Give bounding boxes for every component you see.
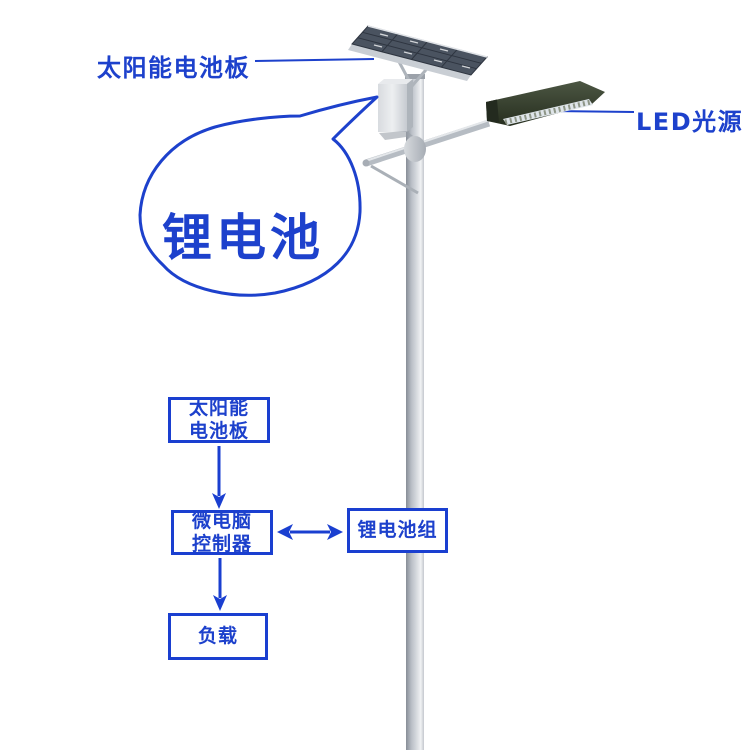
arrow-down-2 bbox=[213, 595, 227, 611]
speech-bubble bbox=[138, 95, 379, 297]
battery-bubble-label: 锂电池 bbox=[162, 209, 324, 267]
arm-joint-collar bbox=[404, 136, 426, 162]
flowchart-box-load: 负载 bbox=[168, 613, 268, 660]
arm-brace bbox=[370, 164, 419, 195]
lamp-arm bbox=[362, 119, 491, 195]
flowchart-box-line: 电池板 bbox=[188, 420, 249, 442]
solar-panel-label: 太阳能电池板 bbox=[97, 54, 250, 82]
arrow-right-head bbox=[327, 524, 343, 540]
flowchart-box-battery-pack: 锂电池组 bbox=[347, 508, 448, 553]
flowchart-box-line: 太阳能 bbox=[188, 397, 249, 419]
battery-box bbox=[378, 79, 413, 140]
led-lamp-head bbox=[486, 81, 605, 126]
flowchart-box-controller: 微电脑 控制器 bbox=[171, 510, 273, 555]
led-label: LED光源 bbox=[636, 108, 744, 136]
flowchart-arrows bbox=[212, 446, 343, 611]
flowchart-box-line: 负载 bbox=[197, 625, 238, 647]
lamp-pole bbox=[405, 74, 425, 750]
flowchart-box-line: 控制器 bbox=[191, 532, 252, 555]
solar-panel-illustration bbox=[348, 25, 488, 81]
flowchart-box-line: 锂电池组 bbox=[357, 519, 438, 541]
flowchart-box-solar-panel: 太阳能 电池板 bbox=[168, 397, 270, 443]
solar-pointer-line bbox=[254, 58, 375, 62]
arrow-left-head bbox=[277, 524, 293, 540]
arrow-down-1 bbox=[212, 493, 226, 509]
flowchart-box-line: 微电脑 bbox=[191, 509, 252, 532]
